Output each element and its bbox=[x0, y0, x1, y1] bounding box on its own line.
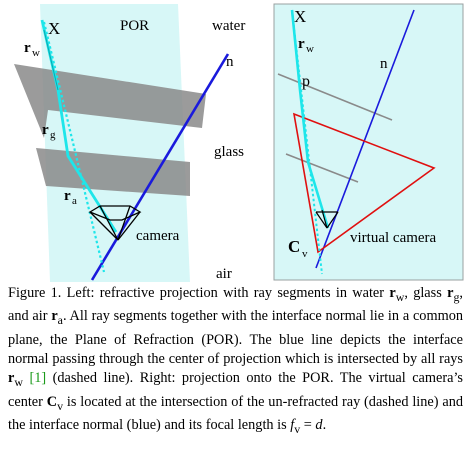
figure-svg: X POR water n r w r g r a glass camera a… bbox=[14, 3, 464, 282]
caption-symbol-rw: r bbox=[389, 285, 396, 301]
caption-sub-a: a bbox=[57, 313, 63, 328]
interface-normal bbox=[90, 53, 230, 281]
label-ra: r a bbox=[64, 188, 77, 207]
glass-slab-bottom bbox=[36, 148, 190, 196]
label-glass: glass bbox=[214, 144, 244, 160]
caption-sub-fv: v bbox=[294, 421, 301, 436]
figure: X POR water n r w r g r a glass camera a… bbox=[14, 3, 464, 282]
label-x-right: X bbox=[294, 7, 306, 26]
caption-text-2: , glass bbox=[404, 285, 448, 301]
caption-symbol-cv: C bbox=[46, 393, 58, 410]
label-p: p bbox=[302, 73, 310, 90]
glass-slab-top bbox=[14, 64, 206, 138]
label-camera: camera bbox=[136, 228, 180, 244]
virtual-camera-triangle bbox=[292, 112, 436, 254]
ray-water-shade bbox=[43, 29, 59, 91]
svg-text:a: a bbox=[72, 195, 77, 207]
svg-text:v: v bbox=[302, 248, 308, 260]
camera-frustum bbox=[88, 205, 142, 241]
interface-normal-right bbox=[315, 9, 415, 269]
unrefracted-ray-right bbox=[291, 9, 323, 275]
label-x: X bbox=[48, 19, 60, 38]
figure-caption: Figure 1. Left: refractive projection wi… bbox=[8, 284, 463, 439]
caption-text-7: is located at the intersection of the un… bbox=[8, 393, 463, 433]
svg-text:r: r bbox=[64, 188, 71, 204]
label-rw-left: r w bbox=[24, 40, 40, 59]
left-panel: X POR water n r w r g r a glass camera a… bbox=[14, 4, 245, 282]
svg-text:C: C bbox=[288, 237, 300, 256]
caption-text-1: Figure 1. Left: refractive projection wi… bbox=[8, 285, 390, 301]
label-rg: r g bbox=[42, 122, 56, 141]
svg-text:r: r bbox=[42, 122, 49, 138]
svg-text:g: g bbox=[50, 129, 56, 141]
svg-text:r: r bbox=[24, 40, 31, 56]
label-air: air bbox=[216, 266, 232, 282]
caption-text-3: , and air bbox=[8, 285, 463, 325]
caption-sub-v: v bbox=[57, 398, 64, 413]
caption-symbol-d: d bbox=[315, 416, 323, 433]
citation-link[interactable]: [1] bbox=[29, 370, 47, 387]
refracted-ray-right bbox=[290, 9, 330, 229]
caption-symbol-fv: f bbox=[290, 416, 295, 433]
caption-symbol-ra: r bbox=[51, 308, 58, 325]
label-n-right: n bbox=[380, 56, 388, 72]
camera-frustum-right bbox=[315, 209, 339, 229]
svg-text:w: w bbox=[306, 43, 314, 55]
svg-text:w: w bbox=[32, 47, 40, 59]
caption-text-6: (dashed line). Right: projection onto th… bbox=[8, 370, 463, 410]
svg-text:r: r bbox=[298, 36, 305, 52]
caption-symbol-rg: r bbox=[447, 285, 454, 301]
label-cv: C v bbox=[288, 237, 308, 260]
label-virtual-camera: virtual camera bbox=[350, 230, 437, 246]
label-rw-right: r w bbox=[298, 36, 314, 55]
caption-symbol-rw-2: r bbox=[8, 370, 15, 387]
right-panel: X r w n p C v virtual camera bbox=[273, 3, 464, 281]
por-plane bbox=[40, 4, 190, 282]
caption-text-9: . bbox=[322, 416, 327, 433]
interface-line-bottom bbox=[285, 153, 359, 183]
caption-sub-w-2: w bbox=[14, 375, 23, 390]
label-water: water bbox=[212, 18, 245, 34]
label-por: POR bbox=[120, 18, 149, 34]
caption-text-8: = bbox=[300, 416, 316, 433]
label-n-left: n bbox=[226, 54, 234, 70]
caption-sub-g: g bbox=[453, 289, 460, 304]
interface-line-top bbox=[277, 73, 393, 121]
caption-sub-w: w bbox=[395, 289, 405, 304]
caption-text-4: . All ray segments together with the int… bbox=[8, 308, 463, 367]
